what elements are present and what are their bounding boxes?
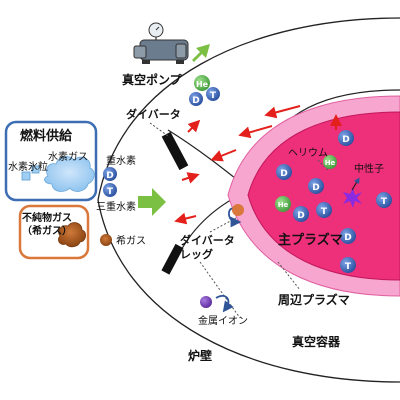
- leader-divertor: [149, 122, 169, 137]
- deuterium-particle: [293, 206, 309, 222]
- particle-d-text: D: [312, 183, 319, 193]
- impurity-gas-cloud: [58, 222, 86, 248]
- vacuum-pump-icon: [133, 22, 189, 64]
- tritium-particle: [340, 257, 356, 273]
- deuterium-particle: [308, 178, 324, 194]
- neutron-label: 中性子: [354, 162, 384, 175]
- flux-arrow: [264, 105, 301, 119]
- fusion-reaction-icon: [343, 188, 362, 208]
- neutron-arrow: [351, 177, 360, 191]
- particle-he-text: He: [325, 159, 336, 167]
- hydrogen-gas-cloud: [44, 156, 95, 192]
- particle-d-text: D: [342, 135, 349, 145]
- deuterium-particle: [189, 92, 203, 106]
- divertor-leg-label-1: ダイバータ: [180, 233, 235, 247]
- deuterium-particle: [103, 167, 117, 181]
- divertor-plate-upper: [161, 131, 189, 171]
- hydrogen-ice-label: 水素氷粒: [8, 160, 48, 173]
- particle-t-text: T: [107, 187, 114, 197]
- tritium-particle: [316, 202, 332, 218]
- recycling-particle: [232, 204, 244, 216]
- noble-gas-label: 希ガス: [116, 234, 146, 247]
- metal-ion-particle: [200, 296, 212, 308]
- deuterium-particle: [276, 164, 292, 180]
- helium-particle: [323, 155, 337, 169]
- exhaust-arrow: [192, 44, 210, 62]
- hydrogen-ice-pellet: [31, 165, 40, 174]
- particle-d-text: D: [106, 171, 113, 181]
- leader-peripheral: [277, 261, 301, 291]
- peripheral-plasma-label: 周辺プラズマ: [278, 292, 350, 307]
- helium-particle: [194, 75, 210, 91]
- vacuum-pump-label: 真空ポンプ: [122, 72, 183, 87]
- flux-arrow: [238, 125, 273, 139]
- fuel-supply-label: 燃料供給: [20, 128, 73, 144]
- divertor-label: ダイバータ: [126, 107, 181, 121]
- particle-d-text: D: [280, 169, 287, 179]
- tritium-particle: [376, 192, 392, 208]
- leader-wall: [199, 261, 241, 319]
- fuel-injection-arrow: [138, 188, 166, 216]
- vacuum-vessel-label: 真空容器: [292, 334, 341, 349]
- furnace-wall-label: 炉壁: [188, 348, 212, 363]
- divertor-leg-label-2: レッグ: [180, 247, 213, 261]
- main-plasma-label: 主プラズマ: [278, 232, 343, 248]
- deuterium-particle: [338, 130, 354, 146]
- tritium-particle: [206, 87, 220, 101]
- helium-particle: [275, 196, 291, 212]
- particle-t-text: T: [321, 207, 328, 217]
- hydrogen-ice-pellet: [21, 171, 31, 181]
- deuterium-particle: [340, 228, 356, 244]
- particle-he-text: He: [196, 80, 209, 89]
- impurity-gas-label: 不純物ガス: [22, 211, 72, 224]
- particle-t-text: T: [210, 91, 217, 101]
- hydrogen-gas-label: 水素ガス: [48, 150, 88, 163]
- particle-d-text: D: [297, 211, 304, 221]
- flux-arrow: [174, 212, 197, 225]
- particle-d-text: D: [192, 96, 199, 106]
- deuterium-label: 重水素: [106, 154, 136, 167]
- noble-gas-particle: [100, 234, 112, 246]
- helium-label: ヘリウム: [288, 147, 328, 159]
- vacuum-vessel-wall: [97, 17, 400, 383]
- particle-he-text: He: [278, 201, 289, 209]
- tritium-particle: [103, 183, 117, 197]
- divertor-plate-lower: [161, 243, 184, 275]
- tritium-label: 三重水素: [96, 200, 136, 213]
- noble-gas-paren-label: （希ガス）: [22, 224, 72, 237]
- metal-ion-arrow: [215, 295, 234, 313]
- particle-t-text: T: [381, 197, 388, 207]
- particle-d-text: D: [344, 233, 351, 243]
- particle-t-text: T: [345, 262, 352, 272]
- flux-arrow: [210, 149, 237, 162]
- flux-arrow: [181, 172, 200, 184]
- metal-ion-label: 金属イオン: [198, 314, 248, 327]
- flux-arrow: [187, 119, 201, 133]
